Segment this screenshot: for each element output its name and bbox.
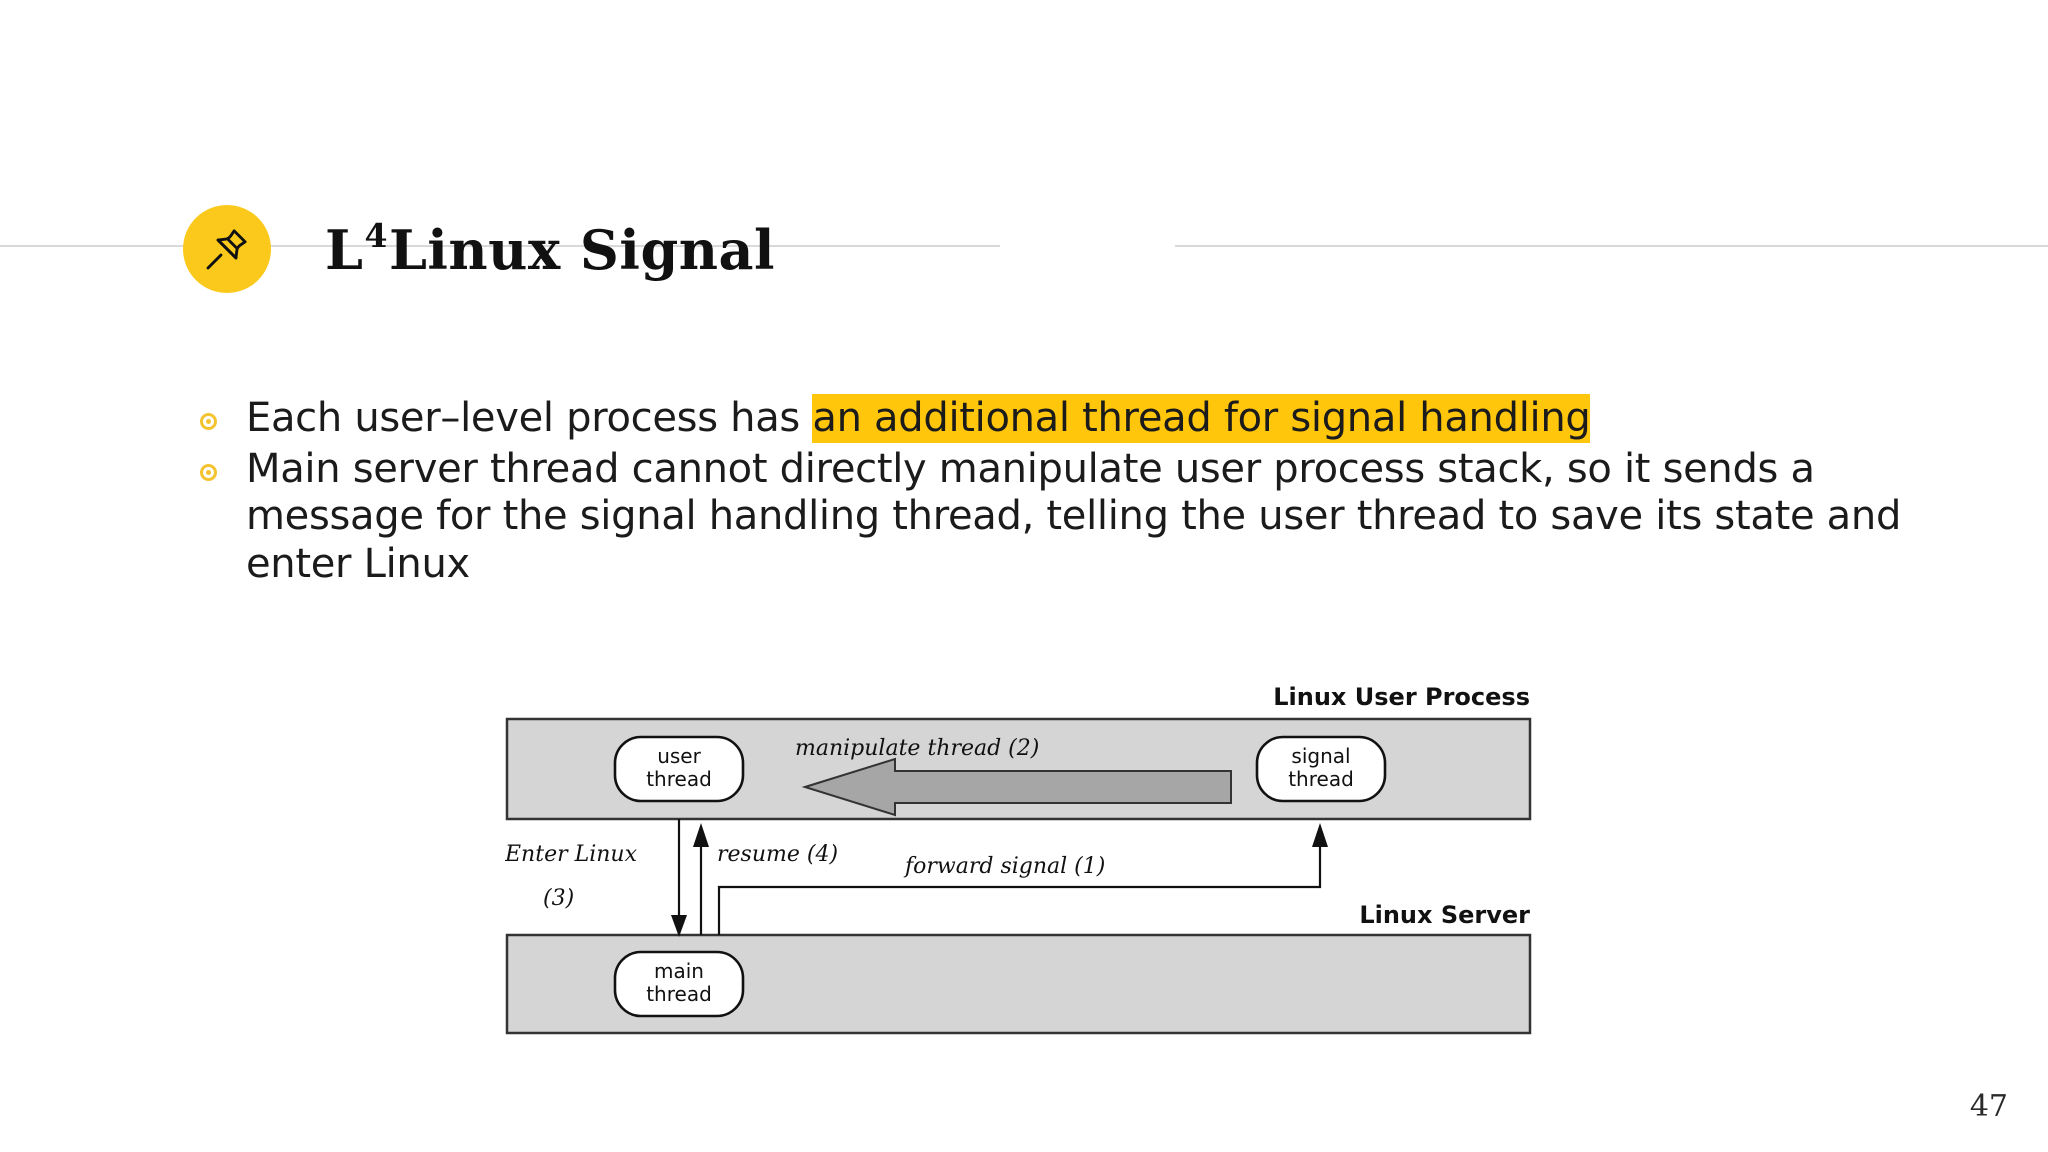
list-item: Main server thread cannot directly manip… (200, 446, 1920, 588)
page-number: 47 (1969, 1089, 2008, 1124)
node-user-thread-line1: user (657, 744, 701, 768)
caption-linux-server: Linux Server (1359, 901, 1530, 929)
label-resume: resume (4) (717, 842, 838, 867)
bullet-text-highlight: an additional thread for signal handling (812, 394, 1591, 443)
node-user-thread: user thread (613, 735, 745, 803)
label-forward-signal: forward signal (1) (903, 854, 1105, 879)
title-badge (183, 205, 271, 293)
architecture-diagram: user thread signal thread main thread Li… (505, 675, 1550, 1055)
node-signal-thread-line2: thread (1288, 767, 1354, 791)
edge-manipulate-thread (801, 757, 1232, 817)
edge-forward-signal-arrowhead (1312, 823, 1328, 847)
bullet-text: Main server thread cannot directly manip… (246, 446, 1920, 588)
label-manipulate-thread: manipulate thread (2) (795, 736, 1039, 761)
bullet-marker (200, 395, 246, 430)
node-user-thread-line2: thread (646, 767, 712, 791)
edge-forward-signal (717, 847, 1322, 935)
node-main-thread: main thread (613, 950, 745, 1018)
node-signal-thread: signal thread (1255, 735, 1387, 803)
label-enter-linux: Enter Linux (505, 842, 638, 867)
pushpin-icon (200, 222, 254, 276)
node-signal-thread-line1: signal (1291, 744, 1350, 768)
bullet-dot-icon (200, 464, 217, 482)
bullet-text: Each user–level process has an additiona… (246, 394, 1920, 443)
header-rule-left (0, 245, 1000, 247)
list-item: Each user–level process has an additiona… (200, 394, 1920, 443)
bullet-dot-icon (200, 413, 217, 430)
bullet-text-lead: Each user–level process has (246, 395, 813, 441)
label-enter-linux-step: (3) (543, 886, 574, 911)
edge-resume (693, 823, 709, 935)
node-main-thread-line1: main (654, 959, 704, 983)
page-title-main: Linux Signal (388, 218, 775, 282)
node-main-thread-line2: thread (646, 982, 712, 1006)
caption-linux-user-process: Linux User Process (1273, 683, 1530, 711)
page-title-prefix: L (325, 218, 364, 282)
bullet-text-lead: Main server thread cannot directly manip… (246, 446, 1902, 587)
bullet-marker (200, 446, 246, 482)
edge-enter-linux (671, 819, 687, 937)
header-rule-right (1175, 245, 2048, 247)
bullet-list: Each user–level process has an additiona… (200, 394, 1920, 592)
